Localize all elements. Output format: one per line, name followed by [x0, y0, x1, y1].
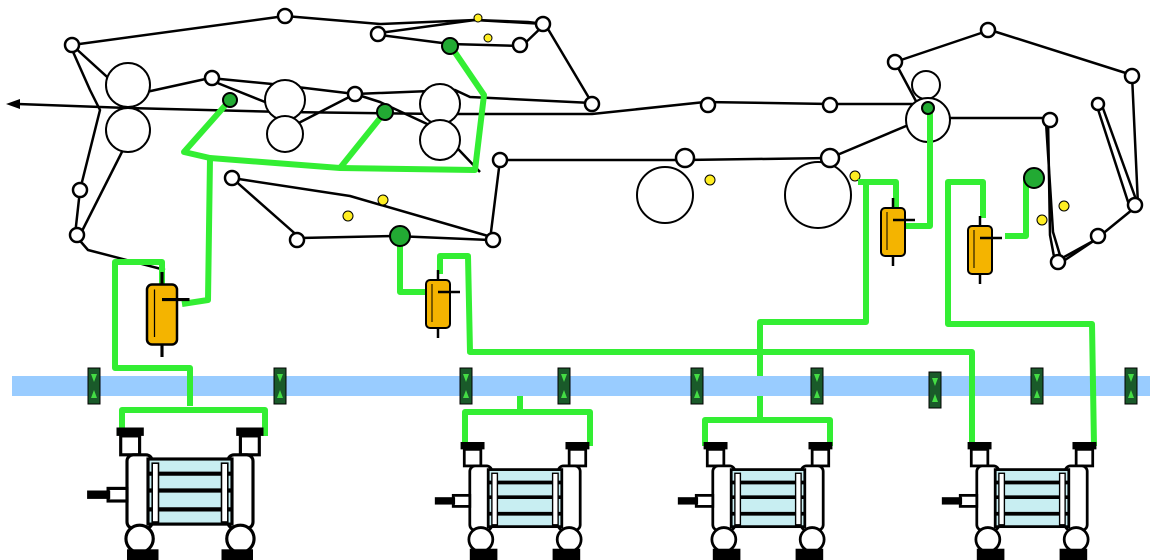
press-rolls [105, 62, 951, 229]
vacuum-header [12, 376, 1150, 396]
separator [424, 268, 462, 340]
separator [879, 196, 917, 268]
shower-nozzles [342, 13, 1070, 226]
guide-rolls [63, 7, 1144, 271]
vacuum-lines [112, 46, 1097, 447]
separator [145, 270, 192, 359]
vacuum-pump [87, 428, 263, 560]
vacuum-pump [940, 440, 1099, 560]
separator [966, 214, 1004, 286]
vacuum-pump [676, 440, 835, 560]
vacuum-pump [432, 440, 592, 560]
suction-points [222, 37, 1045, 247]
